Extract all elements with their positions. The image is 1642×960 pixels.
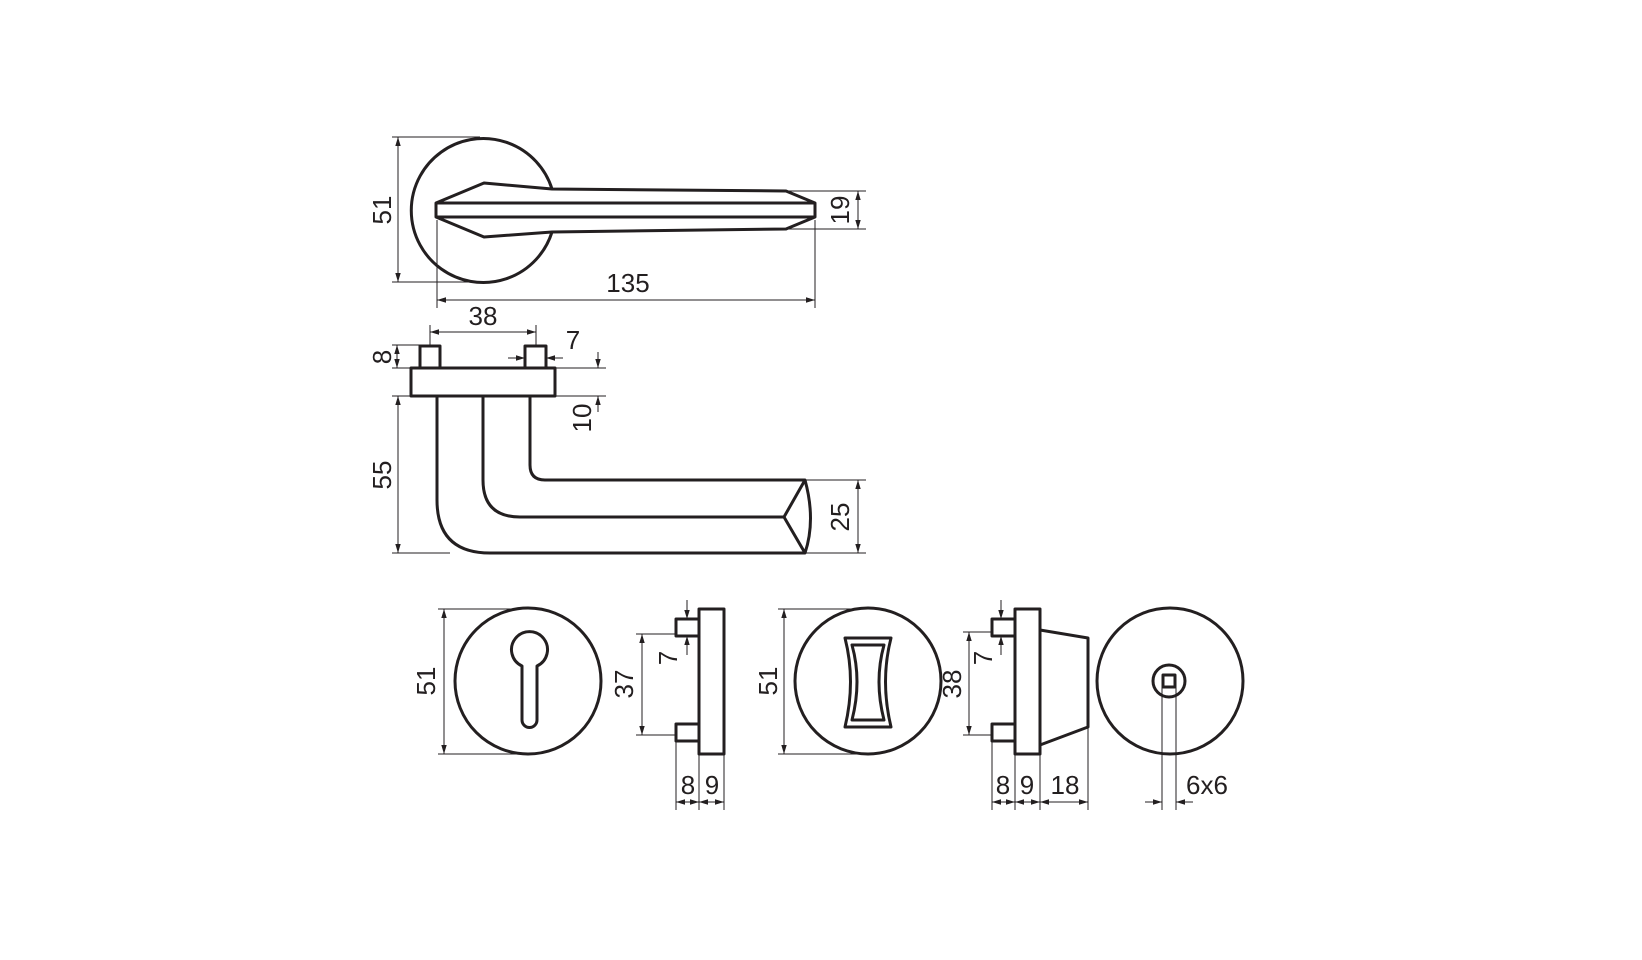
dim-label: 8	[996, 770, 1010, 800]
dim-label: 7	[968, 651, 998, 665]
dim-label: 38	[937, 670, 967, 699]
dim-lever-end: 25	[805, 479, 866, 554]
dim-label: 10	[567, 404, 597, 433]
dim-label: 9	[1020, 770, 1034, 800]
key-escutcheon-side	[674, 607, 726, 756]
lever-ridge	[436, 201, 815, 219]
pin	[523, 344, 548, 370]
dim-turn-pin-spacing: 38 7	[937, 600, 1004, 736]
dim-pin-spacing: 38	[429, 301, 537, 346]
dim-lever-drop: 55	[367, 395, 450, 554]
dim-lever-length: 135	[436, 220, 816, 308]
turn-knob	[843, 636, 893, 729]
dim-lever-height: 19	[786, 190, 866, 230]
wc-turn-side	[990, 607, 1090, 756]
dim-label: 6x6	[1186, 770, 1228, 800]
lever-outline	[434, 181, 817, 239]
dim-label: 37	[609, 670, 639, 699]
dim-escutcheon-diameter: 51	[411, 608, 528, 755]
dim-rose-thickness: 10	[555, 352, 606, 432]
wc-release-front	[1095, 606, 1245, 756]
dim-label: 25	[825, 503, 855, 532]
lever-side-view	[409, 344, 812, 555]
lever-front-view	[409, 137, 817, 284]
dim-escutcheon-depths: 8 9	[675, 741, 725, 810]
dim-label: 19	[825, 196, 855, 225]
dim-turn-depths: 8 9 18	[991, 727, 1089, 810]
pin	[418, 344, 442, 370]
dim-label: 55	[367, 461, 397, 490]
dim-turn-diameter: 51	[753, 608, 868, 755]
key-escutcheon-front	[453, 606, 603, 756]
keyhole	[510, 630, 549, 729]
dim-label: 51	[411, 667, 441, 696]
dim-spindle: 6x6	[1145, 687, 1228, 810]
spindle-square	[1161, 673, 1177, 689]
dim-label: 51	[367, 196, 397, 225]
rose-outline	[409, 137, 554, 284]
dim-label: 8	[681, 770, 695, 800]
lever-edge	[481, 396, 807, 554]
dim-escutcheon-pin-spacing: 37 7	[609, 600, 690, 736]
wc-turn-front	[793, 606, 943, 756]
lever-body	[435, 396, 812, 555]
dim-pin-width: 7	[508, 325, 580, 361]
dim-label: 18	[1051, 770, 1080, 800]
dim-rose-diameter: 51	[367, 136, 480, 283]
dim-pin-height: 8	[367, 344, 420, 369]
dim-label: 135	[606, 268, 649, 298]
rose-plate	[409, 366, 557, 398]
dim-label: 7	[566, 325, 580, 355]
dim-label: 8	[367, 350, 397, 364]
dim-label: 9	[705, 770, 719, 800]
dim-label: 38	[469, 301, 498, 331]
dim-label: 7	[653, 651, 683, 665]
dim-label: 51	[753, 667, 783, 696]
